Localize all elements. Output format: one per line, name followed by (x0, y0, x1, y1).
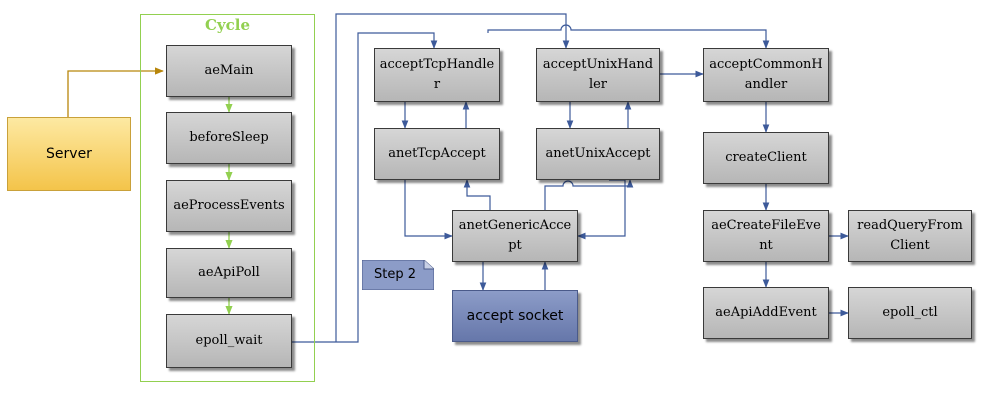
arrow-server-to-aemain (67, 67, 164, 117)
beforesleep-node[interactable]: beforeSleep (166, 112, 292, 164)
acceptunixhandler-node[interactable]: acceptUnixHandler (536, 48, 660, 102)
createclient-node[interactable]: createClient (703, 132, 829, 184)
aecreatefileevent-label: aeCreateFileEvent (711, 218, 821, 253)
cycle-frame (140, 14, 315, 382)
arrow-anetunixaccept-to-anetgenericaccept (577, 179, 626, 240)
acceptsocket-node[interactable]: accept socket (452, 290, 578, 342)
arrow-epollwait-to-acceptunixhandler (335, 13, 570, 342)
arrow-anettcpaccept-to-anetgenericaccept (404, 180, 453, 240)
arrow-epollwait-to-acceptcommonhandler (487, 24, 770, 49)
aeapiaddevent-label: aeApiAddEvent (715, 305, 817, 320)
anetgenericaccept-node[interactable]: anetGenericAccept (452, 210, 578, 262)
aecreatefileevent-node[interactable]: aeCreateFileEvent (703, 210, 829, 262)
epollctl-label: epoll_ctl (882, 305, 938, 320)
acceptsocket-label: accept socket (466, 308, 564, 324)
readqueryfromclient-node[interactable]: readQueryFromClient (848, 210, 972, 262)
acceptcommonhandler-node[interactable]: acceptCommonHandler (703, 48, 829, 102)
anetunixaccept-node[interactable]: anetUnixAccept (536, 128, 660, 180)
server-node[interactable]: Server (7, 117, 131, 191)
accepttcphandler-node[interactable]: acceptTcpHandler (374, 48, 500, 102)
anetunixaccept-label: anetUnixAccept (545, 146, 651, 161)
aemain-label: aeMain (204, 63, 254, 78)
anetgenericaccept-label: anetGenericAccept (458, 218, 572, 253)
step-note-label: Step 2 (373, 267, 416, 282)
note-shape-icon (362, 260, 434, 290)
aeprocessevents-label: aeProcessEvents (173, 198, 285, 213)
accepttcphandler-label: acceptTcpHandler (379, 57, 495, 92)
epollwait-label: epoll_wait (195, 333, 263, 348)
aeapipoll-label: aeApiPoll (198, 265, 260, 280)
cycle-title: Cycle (204, 16, 251, 34)
acceptcommonhandler-label: acceptCommonHandler (709, 57, 823, 92)
aeprocessevents-node[interactable]: aeProcessEvents (166, 180, 292, 232)
epollwait-node[interactable]: epoll_wait (166, 314, 292, 368)
epollctl-node[interactable]: epoll_ctl (848, 287, 972, 339)
step-note: Step 2 (362, 260, 434, 290)
server-label: Server (46, 146, 92, 162)
readqueryfromclient-label: readQueryFromClient (857, 218, 963, 253)
createclient-label: createClient (725, 150, 807, 165)
beforesleep-label: beforeSleep (189, 130, 269, 145)
anettcpaccept-node[interactable]: anetTcpAccept (374, 128, 500, 180)
aemain-node[interactable]: aeMain (166, 45, 292, 97)
acceptunixhandler-label: acceptUnixHandler (542, 57, 654, 92)
aeapipoll-node[interactable]: aeApiPoll (166, 248, 292, 298)
aeapiaddevent-node[interactable]: aeApiAddEvent (703, 287, 829, 339)
anettcpaccept-label: anetTcpAccept (388, 146, 486, 161)
arrow-anetgenericaccept-to-anettcpaccept (463, 179, 491, 210)
arrow-anetgenericaccept-to-anetunixaccept (544, 179, 634, 210)
